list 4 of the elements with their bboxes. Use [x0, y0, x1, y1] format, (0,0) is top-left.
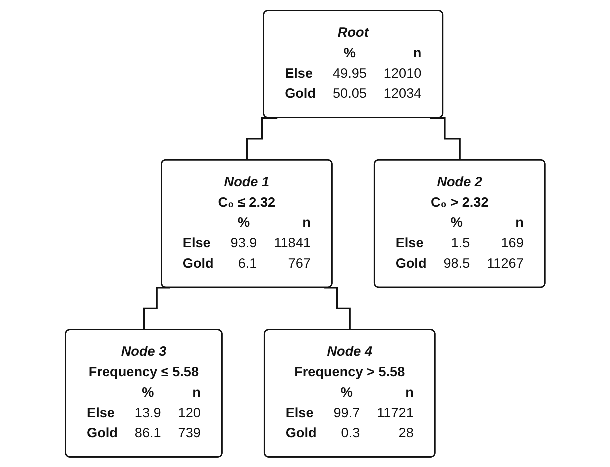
- connector: [430, 116, 461, 161]
- connector: [324, 286, 351, 331]
- connector: [246, 116, 278, 161]
- connector: [142, 286, 170, 331]
